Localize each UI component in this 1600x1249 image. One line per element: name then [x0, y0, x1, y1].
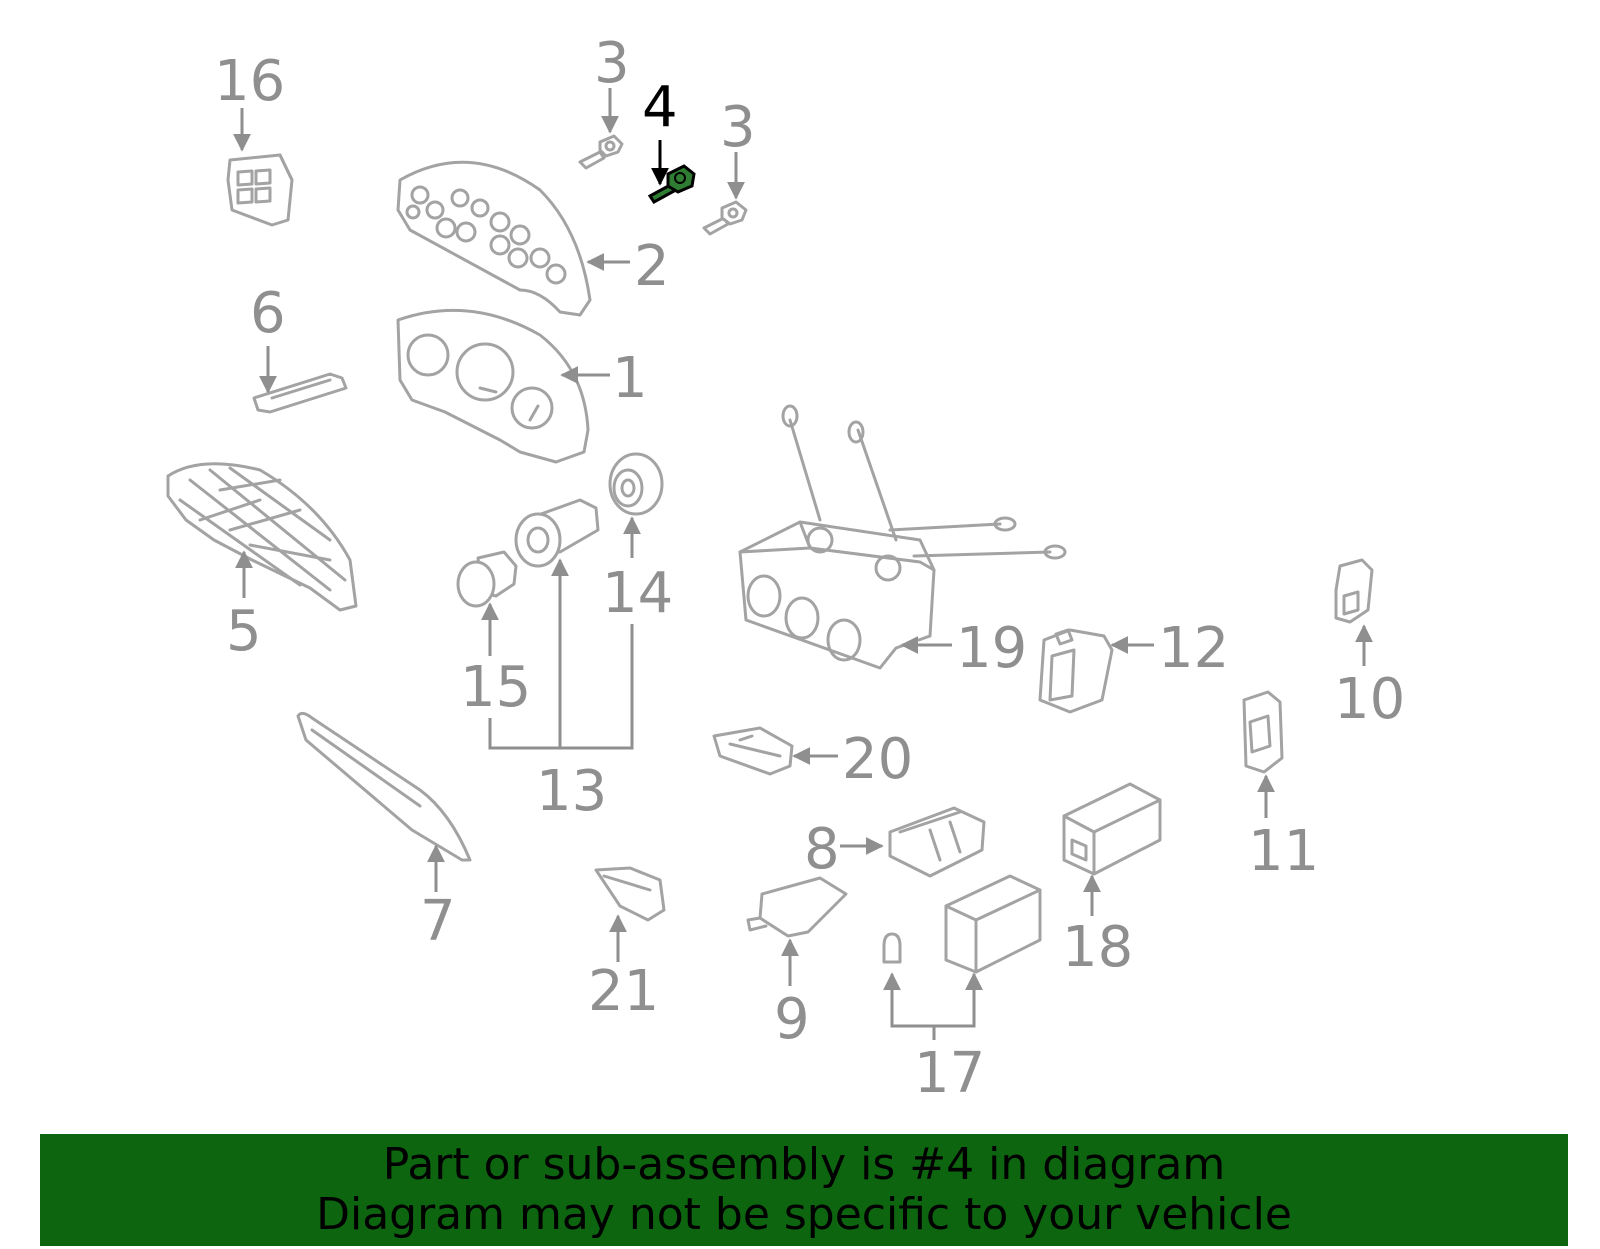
callout-6: 6: [250, 281, 286, 346]
callout-19: 19: [956, 616, 1027, 681]
callout-3b: 3: [720, 95, 756, 160]
part-12-switch[interactable]: [1038, 628, 1114, 714]
part-5-bezel-frame[interactable]: [166, 462, 358, 612]
banner-line-2: Diagram may not be specific to your vehi…: [316, 1189, 1292, 1240]
part-3-bulb-socket-b[interactable]: [702, 200, 748, 236]
callout-12: 12: [1158, 616, 1229, 681]
callout-15: 15: [460, 655, 531, 720]
callout-3a: 3: [594, 31, 630, 96]
parts-diagram: 16 2 3 4 3 1: [166, 31, 1405, 1106]
part-1-instrument-cluster[interactable]: [396, 308, 590, 464]
part-6-trim-piece[interactable]: [252, 372, 348, 414]
callout-16: 16: [214, 49, 285, 114]
callout-9: 9: [774, 987, 810, 1052]
part-19-climate-control[interactable]: [738, 404, 1067, 670]
part-13-lighter-socket[interactable]: [514, 498, 600, 568]
part-9-switch[interactable]: [746, 876, 848, 938]
callout-8: 8: [804, 817, 840, 882]
callout-11: 11: [1248, 819, 1319, 884]
callout-18: 18: [1062, 915, 1133, 980]
part-10-connector[interactable]: [1334, 558, 1374, 624]
part-11-switch[interactable]: [1242, 690, 1284, 774]
part-21-switch[interactable]: [594, 866, 666, 922]
callout-21: 21: [588, 959, 659, 1024]
part-18-switch[interactable]: [1062, 782, 1162, 876]
callout-17: 17: [914, 1041, 985, 1106]
part-15-lighter-element[interactable]: [456, 550, 518, 608]
callout-20: 20: [842, 727, 913, 792]
callout-10: 10: [1334, 667, 1405, 732]
callout-2: 2: [634, 234, 670, 299]
callout-7: 7: [420, 889, 456, 954]
banner-line-1: Part or sub-assembly is #4 in diagram: [382, 1139, 1226, 1190]
part-16-switch-module[interactable]: [226, 153, 294, 227]
part-7-trim-strip[interactable]: [296, 711, 472, 862]
callout-5: 5: [226, 599, 262, 664]
part-3-bulb-socket-a[interactable]: [578, 134, 624, 170]
callout-4: 4: [642, 75, 678, 140]
part-17-switch-and-clip[interactable]: [882, 874, 1042, 974]
callout-1: 1: [612, 346, 648, 411]
callout-13: 13: [536, 759, 607, 824]
part-4-bulb-highlighted[interactable]: [647, 164, 696, 204]
callout-14: 14: [602, 561, 673, 626]
part-20-switch[interactable]: [712, 726, 794, 776]
part-2-cluster-lens[interactable]: [396, 160, 592, 317]
part-8-switch-block[interactable]: [888, 806, 986, 878]
part-14-knob[interactable]: [608, 452, 664, 516]
info-banner: Part or sub-assembly is #4 in diagram Di…: [40, 1134, 1568, 1246]
